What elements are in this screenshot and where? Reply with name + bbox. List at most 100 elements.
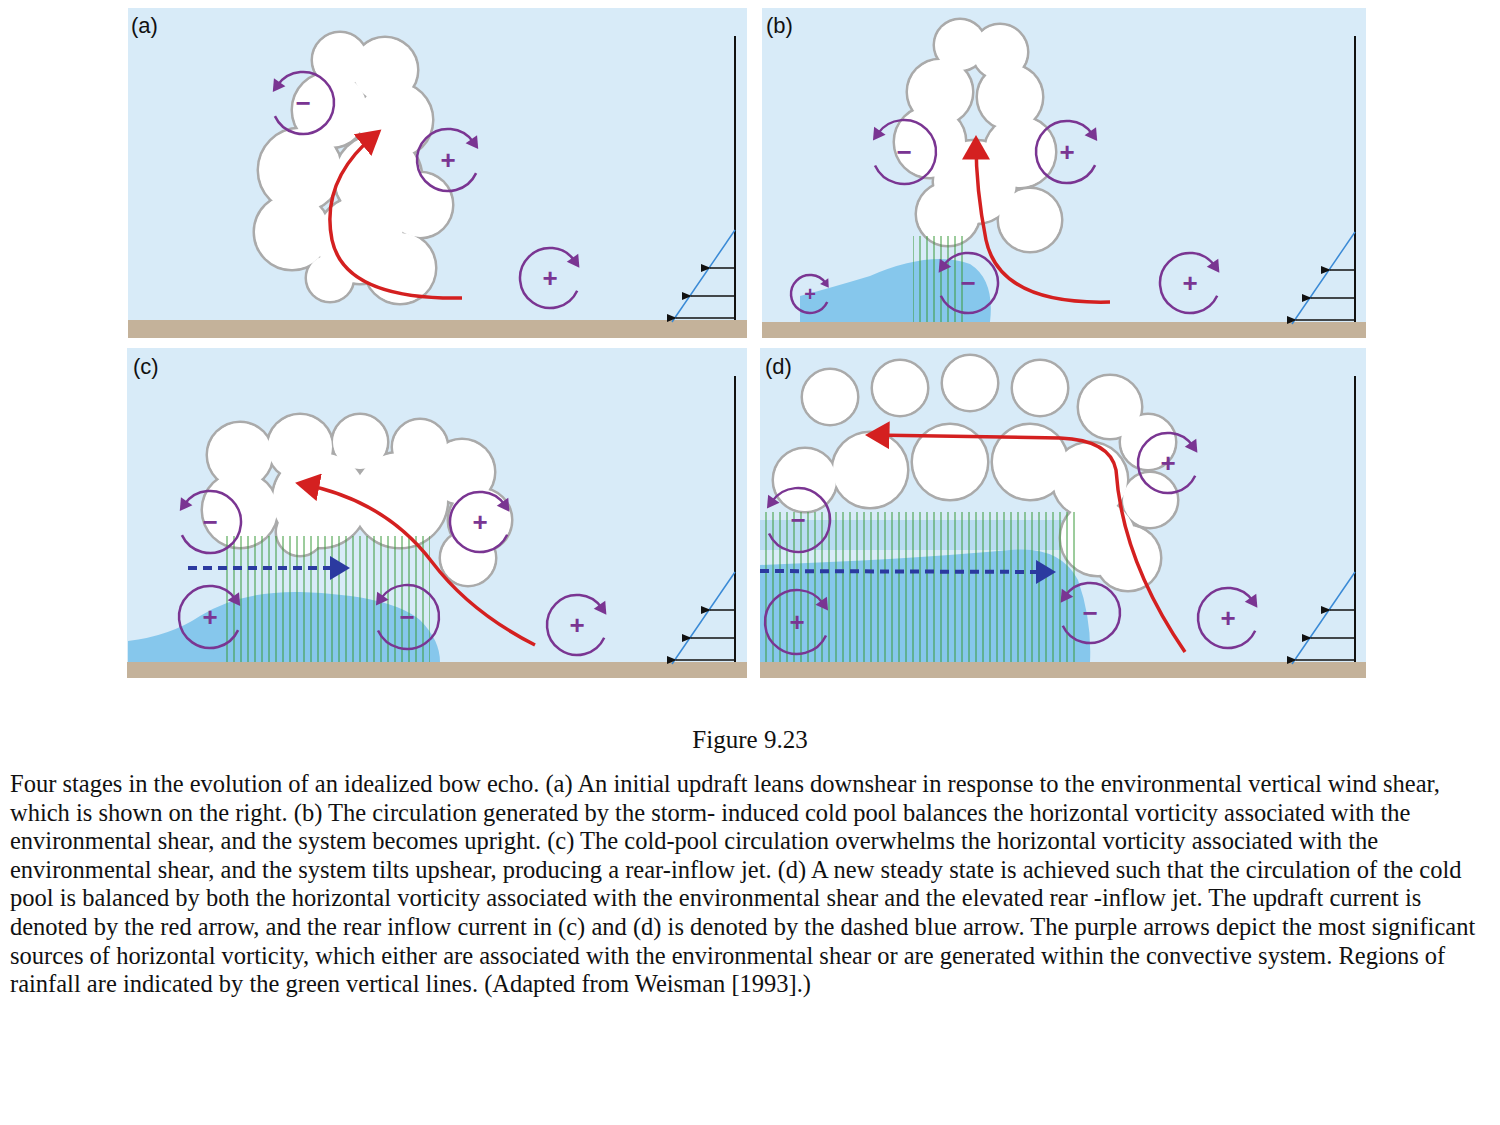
profile-axis	[734, 36, 736, 320]
vorticity-circle: −	[169, 481, 251, 563]
cloud-puff	[832, 432, 908, 508]
circulation-arrowhead	[1185, 439, 1198, 453]
panel-background	[760, 348, 1366, 678]
profile-axis	[1354, 376, 1356, 662]
wind-arrow	[676, 659, 735, 661]
cloud-puff	[353, 453, 447, 547]
circulation-arrowhead	[767, 495, 780, 509]
vorticity-circle: +	[755, 580, 839, 664]
circulation-arrowhead	[273, 78, 286, 92]
wind-arrow	[691, 637, 735, 639]
cloud-puff	[943, 356, 997, 410]
vorticity-circle: −	[756, 478, 840, 562]
vorticity-circle: +	[169, 576, 251, 658]
vorticity-circle: +	[537, 585, 617, 665]
panel-label: (b)	[766, 13, 793, 39]
wind-arrow	[1311, 297, 1355, 299]
wind-arrow	[1311, 637, 1355, 639]
updraft-arrow	[976, 142, 1110, 302]
ground	[760, 662, 1366, 678]
vorticity-circle: +	[781, 265, 839, 323]
circulation-arrowhead	[820, 278, 829, 287]
vorticity-circle: +	[407, 119, 489, 201]
rear-inflow-arrow	[760, 571, 1048, 572]
shear-profile	[1292, 572, 1355, 664]
wind-arrow	[1330, 269, 1355, 271]
vorticity-circle: +	[1026, 111, 1108, 193]
circulation-arrowhead	[1207, 259, 1220, 273]
rainfall	[765, 512, 1080, 662]
vorticity-sign: +	[510, 238, 590, 318]
circulation-arrowhead	[939, 259, 952, 273]
cloud-puff	[872, 360, 928, 416]
cloud-puff	[773, 448, 837, 512]
vorticity-sign: +	[537, 585, 617, 665]
vorticity-sign: −	[862, 110, 946, 194]
ground	[128, 320, 747, 338]
vorticity-sign: −	[365, 575, 449, 659]
cloud-puff	[1013, 361, 1067, 415]
vorticity-sign: −	[169, 481, 251, 563]
vorticity-circle: +	[1150, 243, 1230, 323]
shear-profile	[672, 230, 735, 322]
circulation-arrowhead	[376, 592, 389, 606]
circulation-arrowhead	[594, 601, 607, 615]
figure-caption: Four stages in the evolution of an ideal…	[10, 770, 1492, 999]
vorticity-sign: +	[781, 265, 839, 323]
wind-arrow	[676, 317, 735, 319]
cloud-puff	[441, 531, 495, 585]
rear-inflow-arrow	[188, 566, 342, 570]
vorticity-sign: −	[928, 243, 1008, 323]
vorticity-sign: +	[755, 580, 839, 664]
panel-label: (d)	[765, 354, 792, 380]
cloud-puff	[774, 449, 836, 511]
vorticity-circle: +	[510, 238, 590, 318]
cloud-puff	[942, 355, 998, 411]
updraft-arrow	[302, 484, 535, 645]
cloud-puff	[999, 189, 1061, 251]
vorticity-circle: −	[1050, 573, 1130, 653]
figure-title: Figure 9.23	[0, 726, 1500, 754]
vorticity-sign: +	[1128, 423, 1208, 503]
cloud-puff	[803, 370, 857, 424]
circulation-arrowhead	[815, 597, 828, 611]
panel-label: (a)	[131, 13, 158, 39]
vorticity-sign: +	[169, 576, 251, 658]
cloud	[254, 32, 453, 304]
vorticity-circle: +	[440, 482, 520, 562]
cloud-puff	[1012, 360, 1068, 416]
profile-axis	[734, 376, 736, 662]
circulation-arrowhead	[567, 254, 580, 268]
panel-background	[762, 8, 1366, 338]
circulation-arrowhead	[180, 497, 193, 511]
cloud	[894, 19, 1062, 252]
vorticity-sign: +	[1026, 111, 1108, 193]
panel-background	[127, 348, 747, 678]
cloud-puff	[1123, 473, 1177, 527]
cloud-puff	[917, 183, 979, 245]
vorticity-circle: −	[365, 575, 449, 659]
wind-arrow	[710, 609, 735, 611]
vorticity-sign: −	[756, 478, 840, 562]
wind-arrow	[1330, 609, 1355, 611]
cloud-puff	[802, 369, 858, 425]
vorticity-sign: +	[440, 482, 520, 562]
cloud-puff	[873, 361, 927, 415]
vorticity-sign: +	[1150, 243, 1230, 323]
rainfall	[225, 536, 430, 662]
wind-arrow	[710, 267, 735, 269]
cloud-puff	[833, 433, 907, 507]
vorticity-sign: −	[262, 62, 344, 144]
circulation-arrowhead	[466, 135, 479, 149]
circulation-arrowhead	[228, 592, 241, 606]
vorticity-circle: −	[928, 243, 1008, 323]
profile-axis	[1354, 36, 1356, 322]
ground	[127, 662, 747, 678]
vorticity-sign: +	[407, 119, 489, 201]
ground	[762, 322, 1366, 338]
circulation-arrowhead	[1245, 594, 1258, 608]
cloud-puff	[307, 255, 353, 301]
wind-arrow	[1296, 319, 1355, 321]
rainfall	[913, 236, 965, 322]
circulation-arrowhead	[1061, 589, 1074, 603]
